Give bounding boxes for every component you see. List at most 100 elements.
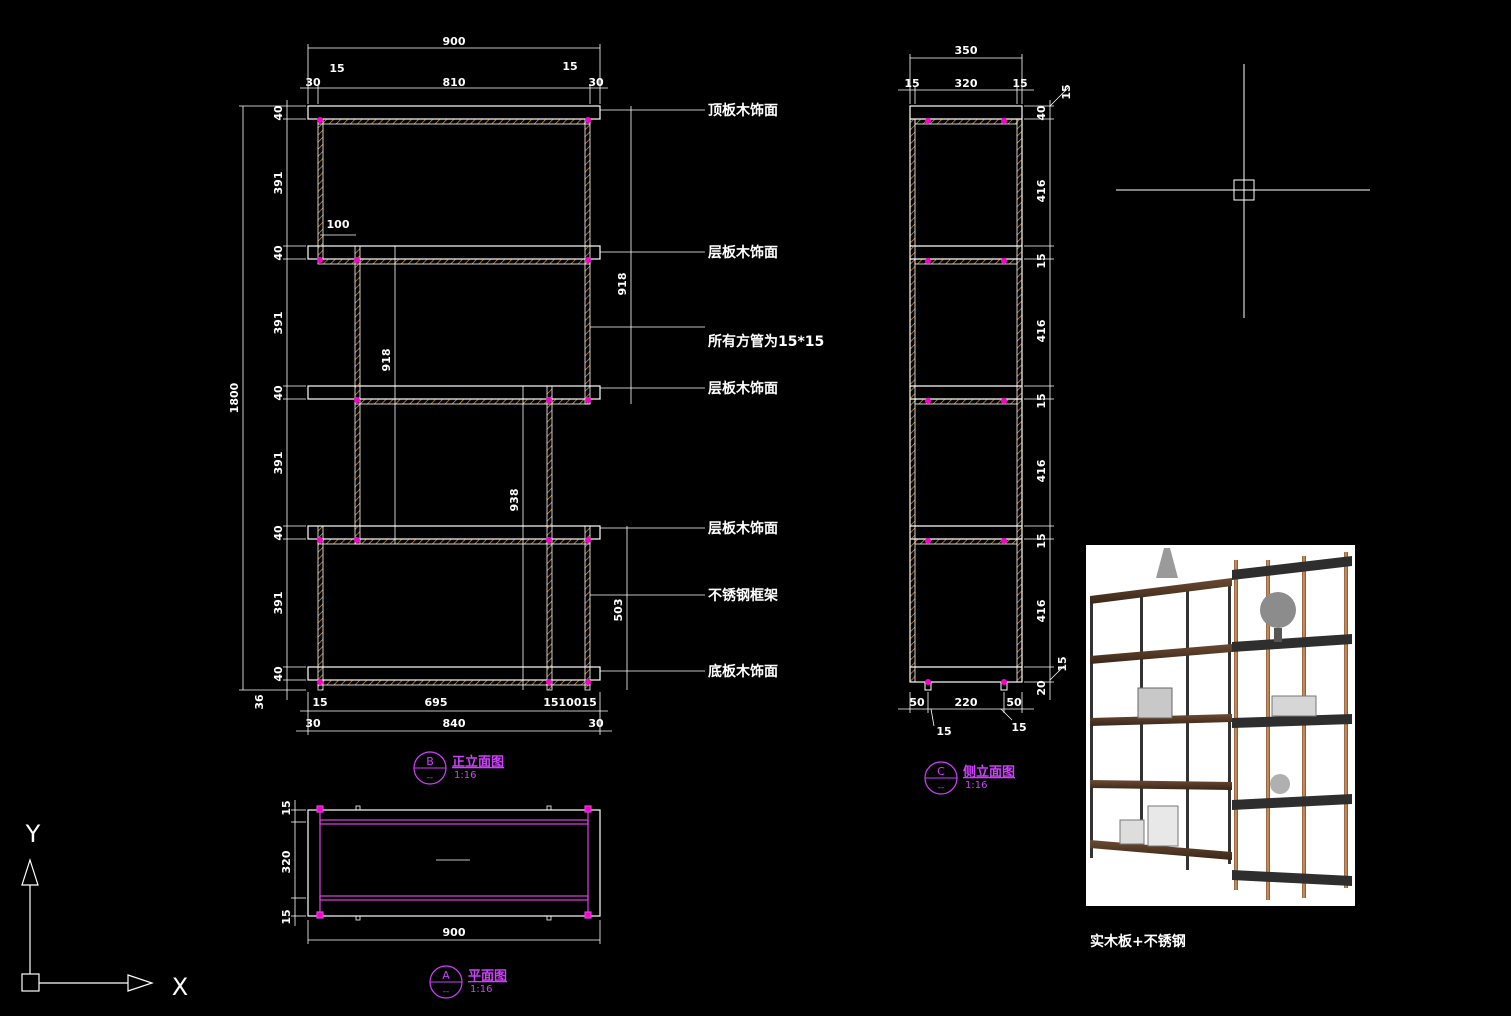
callout-frame: 不锈钢框架	[708, 587, 778, 604]
dim-front-overall: 900	[443, 35, 466, 48]
dim-side-bay-4: 416	[1035, 599, 1048, 622]
dim-side-shelf-3: 15	[1035, 533, 1048, 548]
dim-bay-3: 391	[272, 452, 285, 475]
dim-side-tube-right: 15	[1011, 721, 1026, 734]
dim-tube-group: 1510015	[543, 696, 597, 709]
ucs-y-label: Y	[25, 820, 41, 848]
callout-top-board: 顶板木饰面	[708, 102, 778, 119]
dim-side-foot-mid: 220	[955, 696, 978, 709]
dim-side-bay-3: 416	[1035, 459, 1048, 482]
bottom-board	[307, 666, 601, 681]
dim-front-inner: 810	[443, 76, 466, 89]
dim-board-4: 40	[272, 525, 285, 541]
dim-side-bay-1: 416	[1035, 179, 1048, 202]
dim-side-board: 40	[1035, 105, 1048, 121]
tag-title-c: 侧立面图	[963, 764, 1015, 780]
dim-side-overall: 350	[955, 44, 978, 57]
dim-plan-bottom: 15	[280, 909, 293, 924]
dim-board-5: 40	[272, 666, 285, 682]
dim-board-3: 40	[272, 385, 285, 401]
dim-side-shelf-1: 15	[1035, 253, 1048, 268]
tag-dash-b: --	[427, 773, 434, 783]
reference-photo[interactable]	[1086, 545, 1355, 906]
tag-letter-b: B	[426, 755, 434, 768]
front-posts	[317, 118, 591, 691]
dim-board-2: 40	[272, 245, 285, 261]
shelf-board-2	[307, 385, 601, 400]
dim-front-edge-right: 30	[588, 76, 604, 89]
dim-side-foot-left: 50	[909, 696, 925, 709]
post-mid-left	[354, 245, 361, 545]
dim-board-1: 40	[272, 105, 285, 121]
tag-dash-c: --	[938, 783, 945, 793]
front-elevation: 900 15 15 30 810 30 1800 40 391 40 391 4…	[228, 35, 824, 785]
dim-bay-2: 391	[272, 312, 285, 335]
dim-bottom-edge-right: 30	[588, 717, 604, 730]
dim-side-right: 15	[1012, 77, 1027, 90]
ucs-x-label: X	[172, 973, 188, 1001]
dim-side-bottom-b: 20	[1035, 680, 1048, 696]
tag-title-b: 正立面图	[452, 754, 504, 770]
front-nodes	[317, 117, 591, 685]
dim-side-bay-2: 416	[1035, 319, 1048, 342]
callout-shelf-2: 层板木饰面	[708, 380, 778, 397]
front-dimension-lines	[239, 44, 632, 735]
shelf-board-3	[307, 525, 601, 540]
tag-title-a: 平面图	[468, 969, 507, 984]
dim-span: 695	[425, 696, 448, 709]
tag-dash-a: --	[443, 987, 450, 997]
front-leaders	[590, 109, 705, 672]
dim-side-shelf-2: 15	[1035, 393, 1048, 408]
post-right-bottom	[584, 525, 591, 691]
tag-scale-c: 1:16	[965, 780, 987, 791]
side-elevation: 350 15 320 15 15 40 416 15 416 15 416 15…	[898, 44, 1073, 795]
dim-side-corner: 15	[1060, 84, 1073, 99]
tag-scale-a: 1:16	[470, 984, 492, 995]
dim-side-foot-right: 50	[1006, 696, 1022, 709]
callout-tube-spec: 所有方管为15*15	[708, 333, 824, 350]
dim-tube-left: 15	[312, 696, 327, 709]
dim-bay-4: 391	[272, 592, 285, 615]
dim-post-a: 918	[380, 349, 393, 372]
tag-plan-view[interactable]: A -- 平面图 1:16	[429, 965, 507, 999]
plan-view: 15 320 15 900 A -- 平面图 1:16	[280, 800, 601, 999]
dim-span-total: 840	[443, 717, 466, 730]
callout-bottom-board: 底板木饰面	[708, 663, 778, 680]
dim-front-edge-left: 30	[305, 76, 321, 89]
photo-caption: 实木板+不锈钢	[1090, 933, 1186, 950]
left-shelf-unit	[1090, 548, 1232, 870]
dim-plan-depth: 320	[280, 850, 293, 873]
callout-shelf-1: 层板木饰面	[708, 244, 778, 261]
callout-shelf-3: 层板木饰面	[708, 520, 778, 537]
post-left-top	[317, 118, 324, 260]
ucs-icon	[21, 858, 154, 992]
dim-plan-width: 900	[443, 926, 466, 939]
dim-front-height: 1800	[228, 382, 241, 413]
dim-side-bottom-a: 15	[1056, 656, 1069, 671]
dim-post-b: 938	[508, 489, 521, 512]
post-left-bottom	[317, 525, 324, 691]
dim-post-c: 918	[616, 273, 629, 296]
tag-scale-b: 1:16	[454, 770, 476, 781]
tag-front-elevation[interactable]: B -- 正立面图 1:16	[413, 751, 504, 785]
tag-letter-a: A	[442, 969, 450, 982]
shelf-board-1	[307, 245, 601, 260]
dim-bay-1: 391	[272, 172, 285, 195]
front-boards	[307, 105, 601, 681]
dim-side-tube-left: 15	[936, 725, 951, 738]
dim-plan-top: 15	[280, 800, 293, 815]
dim-offset: 100	[327, 218, 350, 231]
dim-side-left: 15	[904, 77, 919, 90]
dim-front-side-left: 15	[329, 62, 344, 75]
crosshair-cursor-icon	[1116, 64, 1370, 318]
tag-side-elevation[interactable]: C -- 侧立面图 1:16	[924, 761, 1015, 795]
dim-front-side-right: 15	[562, 60, 577, 73]
side-outline	[909, 105, 1023, 683]
dim-post-d: 503	[612, 599, 625, 622]
dim-bottom-extra: 36	[253, 694, 266, 710]
right-shelf-unit	[1232, 552, 1352, 900]
dim-side-inner: 320	[955, 77, 978, 90]
dim-bottom-edge-left: 30	[305, 717, 321, 730]
tag-letter-c: C	[937, 765, 945, 778]
